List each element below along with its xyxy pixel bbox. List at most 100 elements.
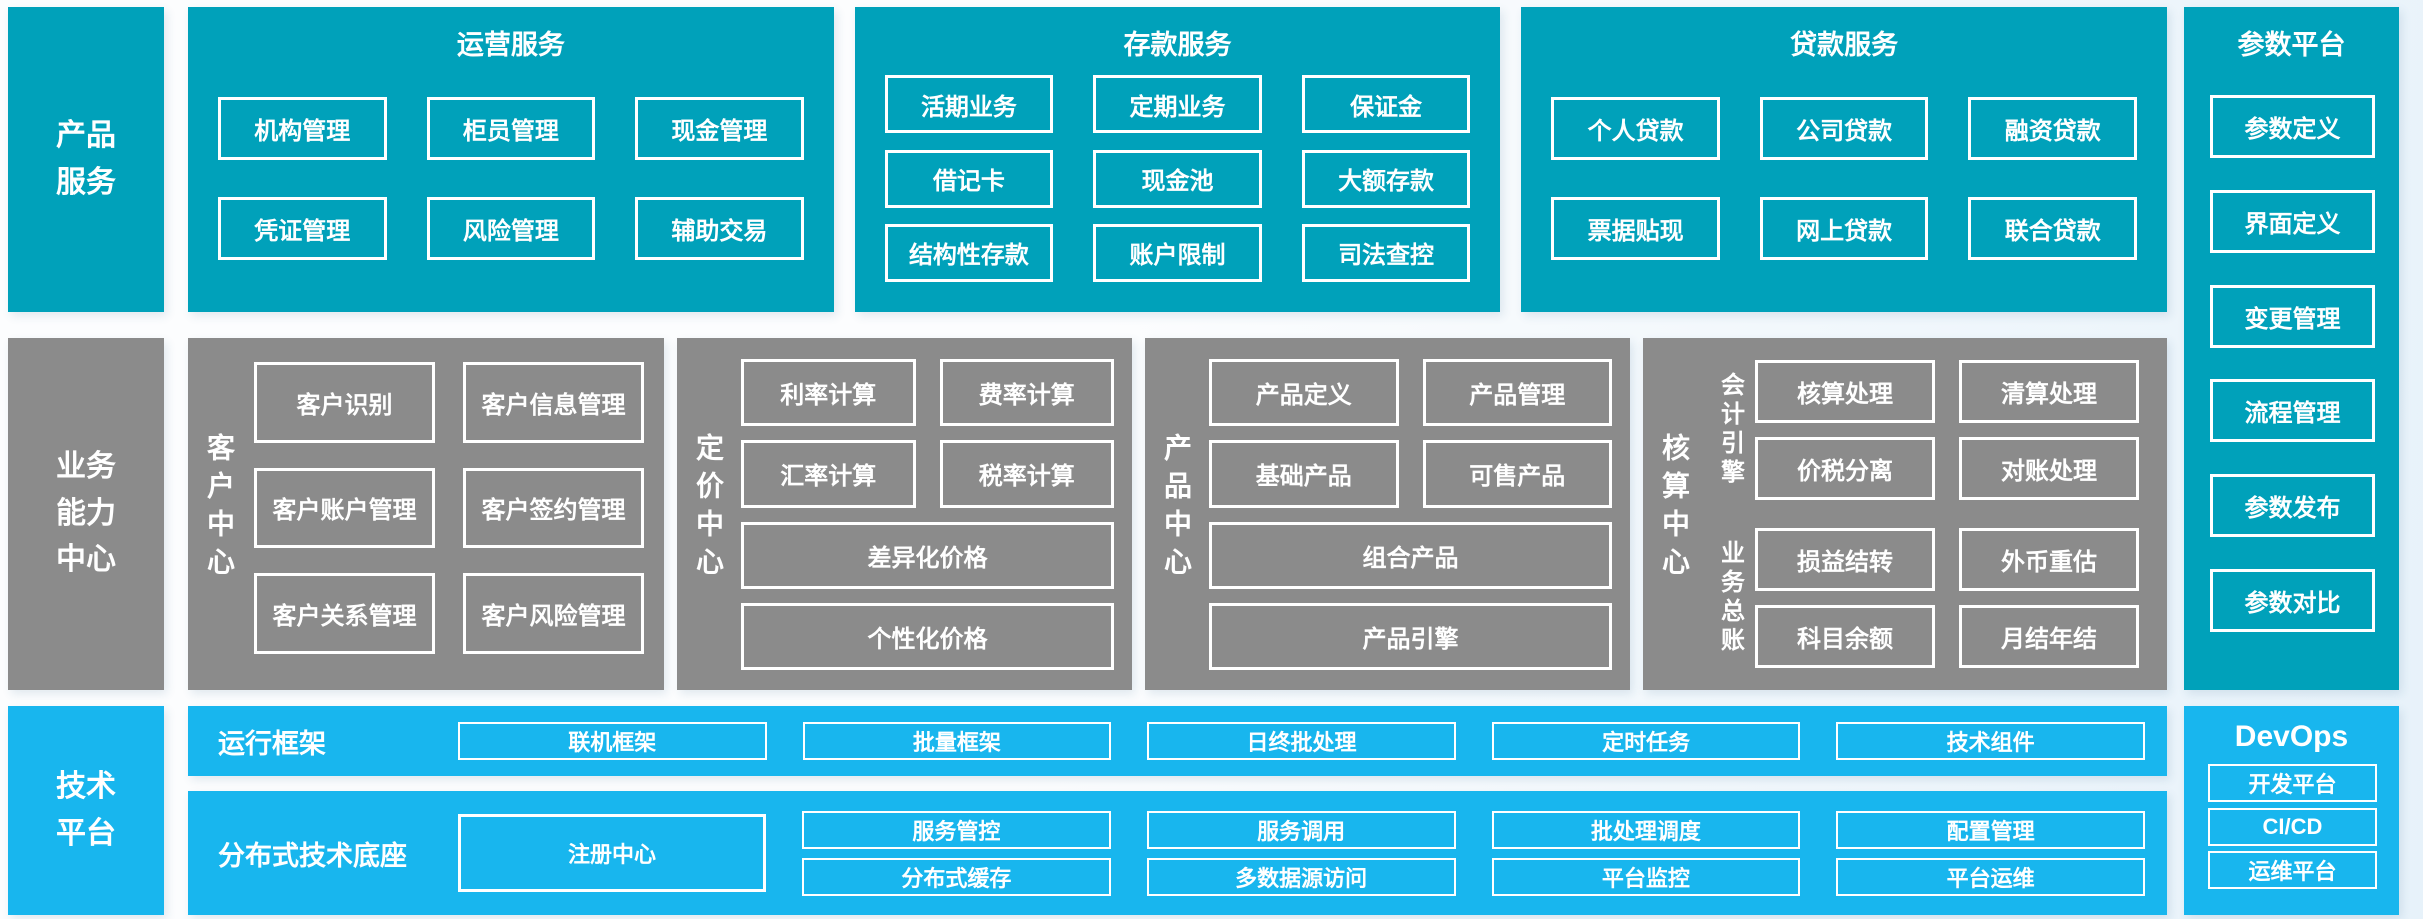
- module-box: 多数据源访问: [1146, 857, 1456, 896]
- module-box: 变更管理: [2210, 284, 2375, 348]
- module-box: 产品引擎: [1209, 602, 1612, 670]
- module-box: 产品管理: [1422, 359, 1612, 427]
- accounting-engine-group: 会计引擎 核算处理 清算处理 价税分离 对账处理: [1705, 360, 2139, 500]
- panel-loan-services: 贷款服务 个人贷款 公司贷款 融资贷款 票据贴现 网上贷款 联合贷款: [1521, 7, 2168, 312]
- module-box: 大额存款: [1301, 149, 1471, 208]
- accounting-engine-modules: 核算处理 清算处理 价税分离 对账处理: [1755, 360, 2139, 500]
- module-box: 服务管控: [802, 810, 1111, 849]
- module-box: 客户关系管理: [254, 573, 435, 654]
- panel-title: 运营服务: [456, 30, 565, 60]
- module-box: 客户风险管理: [463, 573, 644, 654]
- module-box: 个人贷款: [1551, 96, 1720, 160]
- module-box: 损益结转: [1755, 528, 1935, 591]
- vertical-label-pricing-center: 定价中心: [693, 433, 724, 585]
- customer-modules: 客户识别 客户信息管理 客户账户管理 客户签约管理 客户关系管理 客户风险管理: [250, 338, 664, 690]
- runtime-modules: 联机框架 批量框架 日终批处理 定时任务 技术组件: [458, 722, 2145, 760]
- module-box: 柜员管理: [426, 96, 596, 160]
- module-box: 外币重估: [1959, 528, 2139, 591]
- module-box: 参数定义: [2210, 94, 2375, 158]
- vertical-label-product-center: 产品中心: [1161, 433, 1192, 585]
- distributed-tech-base-label: 分布式技术底座: [218, 840, 407, 871]
- sidebar-technology-platform: 技术 平台: [8, 706, 164, 915]
- module-box: 参数对比: [2210, 569, 2375, 633]
- product-services-row: 运营服务 机构管理 柜员管理 现金管理 凭证管理 风险管理 辅助交易 存款服务 …: [188, 7, 2168, 312]
- devops-title: DevOps: [2234, 720, 2349, 753]
- module-box: CI/CD: [2208, 807, 2377, 846]
- module-box: 个性化价格: [741, 602, 1114, 670]
- module-box: 科目余额: [1755, 605, 1935, 668]
- module-box: 网上贷款: [1759, 197, 1929, 261]
- sidebar-business-capability-center: 业务 能力 中心: [8, 338, 164, 690]
- panel-devops: DevOps 开发平台 CI/CD 运维平台: [2184, 706, 2399, 915]
- module-box: 界面定义: [2210, 189, 2375, 253]
- module-box: 开发平台: [2208, 763, 2377, 802]
- module-box: 分布式缓存: [802, 857, 1111, 896]
- devops-modules: 开发平台 CI/CD 运维平台: [2184, 758, 2399, 915]
- module-box: 活期业务: [884, 75, 1054, 134]
- module-box: 定期业务: [1093, 75, 1262, 134]
- runtime-framework-label: 运行框架: [218, 728, 326, 759]
- product-modules: 产品定义 产品管理 基础产品 可售产品 组合产品 产品引擎: [1207, 338, 1630, 690]
- module-box: 客户账户管理: [254, 467, 435, 549]
- vertical-label-business-ledger: 业务总账: [1716, 540, 1744, 656]
- module-box: 司法查控: [1301, 223, 1471, 282]
- module-box: 账户限制: [1093, 223, 1262, 282]
- vertical-label-customer-center: 客户中心: [204, 433, 235, 585]
- module-box: 差异化价格: [741, 521, 1114, 589]
- module-box: 联合贷款: [1968, 197, 2138, 261]
- module-box: 清算处理: [1959, 360, 2139, 423]
- module-box: 基础产品: [1209, 440, 1399, 508]
- panel-title: 贷款服务: [1790, 30, 1899, 60]
- module-box: 月结年结: [1959, 605, 2139, 668]
- distributed-modules: 服务管控 服务调用 批处理调度 配置管理 分布式缓存 多数据源访问 平台监控 平…: [802, 810, 2145, 896]
- accounting-groups: 会计引擎 核算处理 清算处理 价税分离 对账处理 业务总账 损益结转 外币重估 …: [1705, 338, 2167, 690]
- loan-modules: 个人贷款 公司贷款 融资贷款 票据贴现 网上贷款 联合贷款: [1521, 59, 2167, 312]
- module-box: 风险管理: [426, 197, 596, 261]
- business-centers-row: 客户中心 客户识别 客户信息管理 客户账户管理 客户签约管理 客户关系管理 客户…: [188, 338, 2167, 690]
- module-box: 平台监控: [1491, 857, 1801, 896]
- module-box: 日终批处理: [1147, 722, 1456, 760]
- module-box: 可售产品: [1422, 440, 1612, 508]
- panel-deposit-services: 存款服务 活期业务 定期业务 保证金 借记卡 现金池 大额存款 结构性存款 账户…: [854, 7, 1501, 312]
- operations-modules: 机构管理 柜员管理 现金管理 凭证管理 风险管理 辅助交易: [188, 59, 834, 312]
- pricing-modules: 利率计算 费率计算 汇率计算 税率计算 差异化价格 个性化价格: [739, 338, 1132, 690]
- panel-customer-center: 客户中心 客户识别 客户信息管理 客户账户管理 客户签约管理 客户关系管理 客户…: [188, 338, 664, 690]
- parameter-modules: 参数定义 界面定义 变更管理 流程管理 参数发布 参数对比: [2184, 59, 2399, 690]
- module-box: 票据贴现: [1551, 197, 1720, 261]
- module-box: 组合产品: [1209, 521, 1612, 589]
- module-box: 运维平台: [2208, 851, 2377, 890]
- runtime-framework-bar: 运行框架 联机框架 批量框架 日终批处理 定时任务 技术组件: [188, 706, 2167, 776]
- module-box: 配置管理: [1836, 810, 2145, 849]
- business-ledger-modules: 损益结转 外币重估 科目余额 月结年结: [1755, 528, 2139, 668]
- vertical-label-accounting-engine: 会计引擎: [1716, 372, 1744, 488]
- panel-title: 参数平台: [2237, 30, 2346, 60]
- module-box: 价税分离: [1755, 437, 1935, 500]
- panel-accounting-center: 核算中心 会计引擎 核算处理 清算处理 价税分离 对账处理 业务总账 损益结转 …: [1643, 338, 2167, 690]
- module-box: 融资贷款: [1968, 96, 2138, 160]
- module-box: 现金池: [1093, 149, 1262, 208]
- module-box: 客户签约管理: [463, 467, 644, 549]
- module-box: 凭证管理: [218, 197, 387, 261]
- panel-product-center: 产品中心 产品定义 产品管理 基础产品 可售产品 组合产品 产品引擎: [1145, 338, 1630, 690]
- module-box: 服务调用: [1146, 810, 1456, 849]
- module-box: 客户识别: [254, 362, 435, 443]
- distributed-tech-base-panel: 分布式技术底座 注册中心 服务管控 服务调用 批处理调度 配置管理 分布式缓存 …: [188, 791, 2167, 915]
- module-box: 税率计算: [939, 440, 1114, 508]
- module-box: 保证金: [1301, 75, 1471, 134]
- module-box: 定时任务: [1491, 722, 1801, 760]
- module-box: 费率计算: [939, 359, 1114, 427]
- panel-operations-services: 运营服务 机构管理 柜员管理 现金管理 凭证管理 风险管理 辅助交易: [188, 7, 834, 312]
- module-box: 批处理调度: [1491, 810, 1801, 849]
- business-ledger-group: 业务总账 损益结转 外币重估 科目余额 月结年结: [1705, 528, 2139, 668]
- module-box: 公司贷款: [1759, 96, 1929, 160]
- module-box: 联机框架: [458, 722, 767, 760]
- module-box: 批量框架: [802, 722, 1112, 760]
- module-box: 利率计算: [741, 359, 916, 427]
- panel-parameter-platform: 参数平台 参数定义 界面定义 变更管理 流程管理 参数发布 参数对比: [2184, 7, 2399, 690]
- module-box: 产品定义: [1209, 359, 1399, 427]
- module-box: 辅助交易: [635, 197, 804, 261]
- deposit-modules: 活期业务 定期业务 保证金 借记卡 现金池 大额存款 结构性存款 账户限制 司法…: [855, 59, 1501, 312]
- module-box: 技术组件: [1836, 722, 2145, 760]
- module-box: 流程管理: [2210, 379, 2375, 443]
- module-box: 参数发布: [2210, 474, 2375, 538]
